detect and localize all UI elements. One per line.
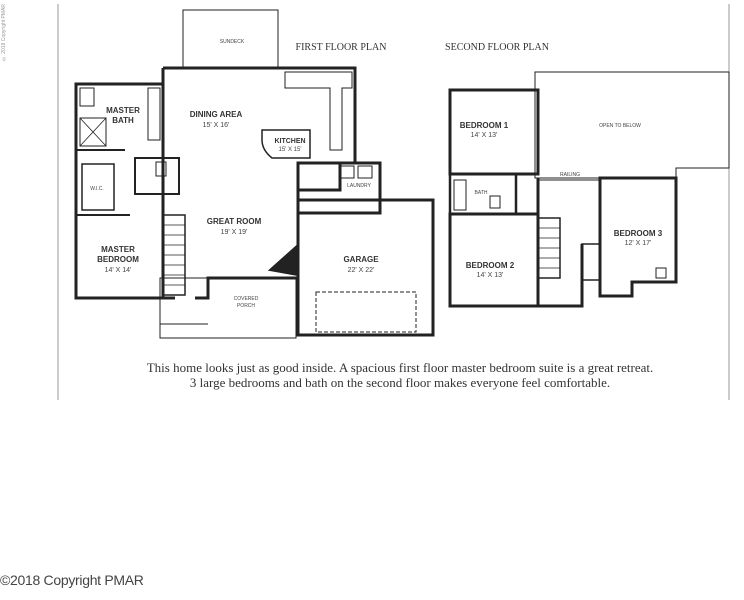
bedroom3-fixture — [655, 267, 667, 279]
bath-label: BATH — [475, 190, 488, 196]
stair-treads — [163, 224, 185, 286]
great-room-label: GREAT ROOM — [207, 217, 262, 226]
first-floor-plan — [74, 9, 435, 339]
copyright-notice: ©2018 Copyright PMAR — [0, 572, 144, 588]
bedroom2-dim: 14' X 13' — [477, 272, 504, 279]
sundeck-label: SUNDECK — [220, 39, 245, 45]
bedroom1-dim: 14' X 13' — [471, 132, 498, 139]
dining-kitchen-walls — [163, 66, 357, 270]
dining-label: DINING AREA — [190, 110, 243, 119]
washer — [339, 165, 355, 179]
garage-dim: 22' X 22' — [348, 267, 375, 274]
powder-room — [134, 157, 180, 195]
dining-dim: 15' X 16' — [203, 122, 230, 129]
open-to-below-label: OPEN TO BELOW — [599, 123, 641, 129]
vanity-fixture — [147, 87, 161, 141]
walk-in-closet — [81, 163, 115, 211]
open-to-below-area — [534, 71, 730, 179]
railing-label: RAILING — [560, 172, 580, 178]
bedroom2-label: BEDROOM 2 — [466, 261, 515, 270]
master-bath-label-line2: BATH — [112, 116, 134, 125]
second-floor-plan — [448, 71, 730, 308]
master-bath-label-line1: MASTER — [106, 106, 140, 115]
bedroom3-label: BEDROOM 3 — [614, 229, 663, 238]
kitchen-dim: 15' X 15' — [279, 147, 302, 153]
fireplace — [267, 242, 299, 277]
powder-toilet — [155, 161, 167, 177]
wic-label: W.I.C. — [90, 186, 104, 192]
bedroom3-dim: 12' X 17' — [625, 240, 652, 247]
shower-x2 — [79, 117, 107, 147]
dryer — [357, 165, 373, 179]
garage-label: GARAGE — [343, 255, 379, 264]
master-bedroom-dim: 14' X 14' — [105, 267, 132, 274]
kitchen-label: KITCHEN — [274, 138, 305, 145]
bedroom1-label: BEDROOM 1 — [460, 121, 509, 130]
porch-label-line1: COVERED — [234, 296, 259, 302]
bedroom3-walls — [598, 176, 678, 298]
kitchen-counter — [284, 71, 353, 151]
shower-fixture — [79, 117, 107, 147]
kitchen-island — [261, 129, 311, 159]
toilet-fixture — [79, 87, 95, 107]
laundry-walls — [296, 161, 382, 215]
second-stair-treads — [538, 227, 560, 269]
first-floor-title: FIRST FLOOR PLAN — [296, 42, 387, 53]
second-floor-title: SECOND FLOOR PLAN — [445, 42, 549, 53]
laundry-label: LAUNDRY — [347, 183, 371, 189]
bathtub — [453, 179, 467, 211]
covered-porch — [159, 277, 297, 339]
master-bedroom-label-line1: MASTER — [101, 245, 135, 254]
bath-toilet — [489, 195, 501, 209]
bedroom3-closet — [581, 243, 601, 281]
great-room-dim: 19' X 19' — [221, 229, 248, 236]
caption-line-1: This home looks just as good inside. A s… — [146, 360, 654, 375]
bedroom2-walls — [448, 212, 540, 308]
porch-label-line2: PORCH — [237, 303, 255, 309]
caption-line-2: 3 large bedrooms and bath on the second … — [189, 375, 611, 390]
garage-door — [315, 291, 417, 333]
master-bedroom-label-line2: BEDROOM — [97, 255, 139, 264]
